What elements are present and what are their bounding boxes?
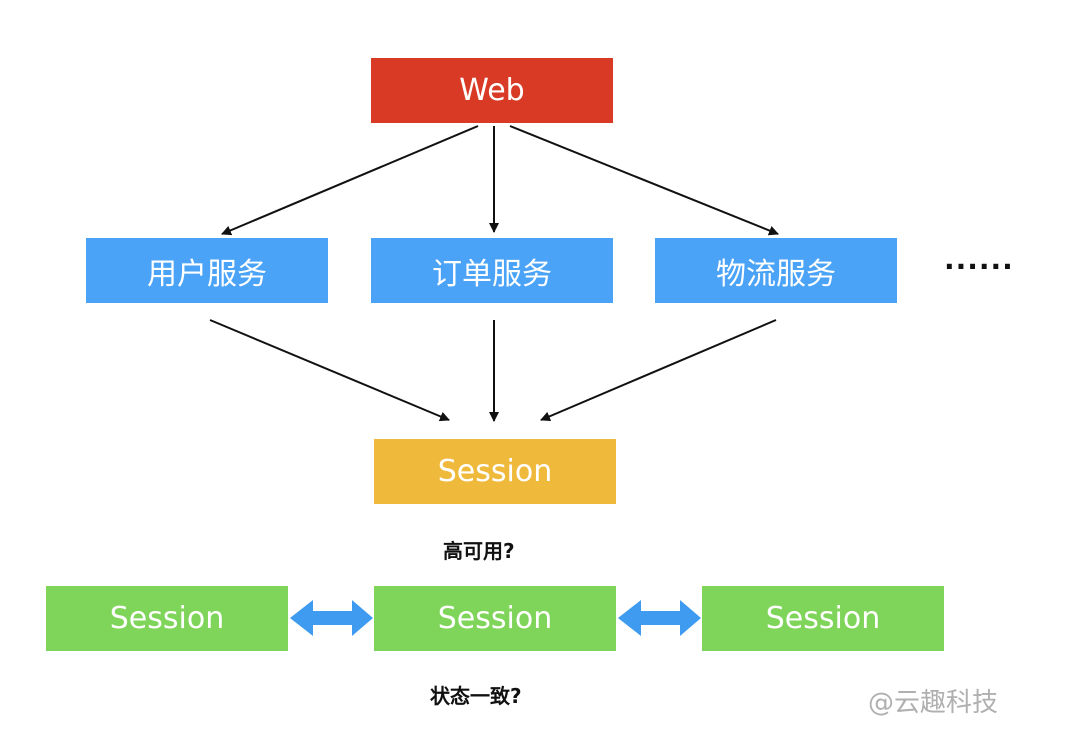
edge-web-to-user-service: [221, 125, 479, 236]
high-availability-label: 高可用?: [443, 539, 515, 563]
edge-logistics-service-to-session: [540, 319, 777, 422]
order-service-node: 订单服务: [371, 238, 613, 303]
session-node-a: Session: [46, 586, 288, 651]
state-consistency-label: 状态一致?: [430, 684, 522, 708]
web-node: Web: [371, 58, 613, 123]
watermark: @云趣科技: [868, 688, 999, 718]
session-node-b: Session: [374, 586, 616, 651]
edge-web-to-logistics-service: [509, 125, 779, 236]
more-services-ellipsis: ······: [944, 250, 1014, 283]
session-node-c: Session: [702, 586, 944, 651]
logistics-service-node: 物流服务: [655, 238, 897, 303]
edge-user-service-to-session: [209, 319, 450, 422]
sync-arrow-a-b: [290, 600, 373, 636]
sync-arrow-b-c: [618, 600, 701, 636]
session-main-node: Session: [374, 439, 616, 504]
user-service-node: 用户服务: [86, 238, 328, 303]
